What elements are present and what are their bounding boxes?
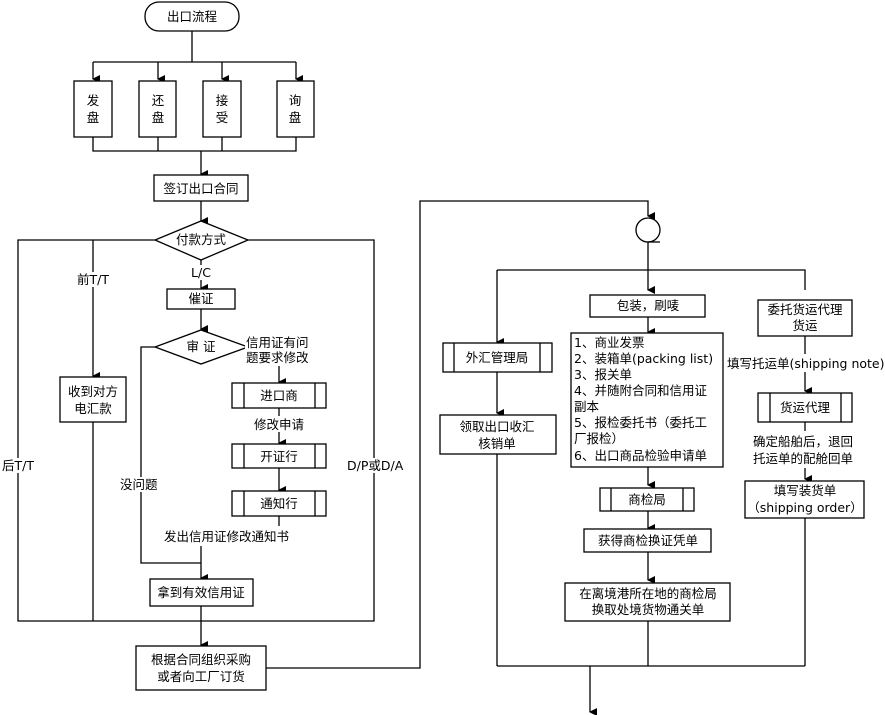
shipping-order-label-1: 填写装货单 bbox=[774, 483, 837, 498]
shipping-order-node: 填写装货单 （shipping order） bbox=[744, 480, 865, 519]
edge-label-booking-return-1: 确定船舶后，退回 bbox=[753, 434, 853, 449]
freight-entrust-label-2: 货运 bbox=[792, 318, 818, 333]
huanpan-label-2: 盘 bbox=[152, 110, 165, 125]
valid-lc-label: 拿到有效信用证 bbox=[157, 585, 245, 600]
forex-bureau-label: 外汇管理局 bbox=[466, 350, 529, 365]
connector bbox=[266, 200, 655, 669]
procure-node: 根据合同组织采购 或者向工厂订货 bbox=[135, 645, 267, 691]
connector-circle bbox=[635, 217, 661, 243]
connector bbox=[17, 239, 375, 622]
review-lc-label: 审 证 bbox=[187, 339, 216, 354]
edge-label-amend-request: 修改申请 bbox=[254, 417, 304, 432]
review-lc-decision: 审 证 bbox=[153, 329, 250, 365]
connector bbox=[497, 269, 806, 290]
edge-label-booking-return-2: 托运单的配舱回单 bbox=[753, 451, 853, 466]
edge-label-lc-problem-1: 信用证有问 bbox=[246, 335, 309, 350]
freight-entrust-node: 委托货运代理 货运 bbox=[757, 299, 853, 337]
inspection-voucher-label: 获得商检换证凭单 bbox=[598, 533, 698, 548]
customs-clearance-label-1: 在离境港所在地的商检局 bbox=[579, 586, 717, 601]
document-item: 2、装箱单(packing list) bbox=[574, 351, 713, 366]
valid-lc-node: 拿到有效信用证 bbox=[149, 578, 254, 607]
sign-contract-label: 签订出口合同 bbox=[163, 181, 238, 196]
issuing-bank-node: 开证行 bbox=[231, 443, 327, 469]
jieshou-label-2: 受 bbox=[216, 110, 229, 125]
fapan-node: 发 盘 bbox=[73, 80, 113, 138]
freight-entrust-label-1: 委托货运代理 bbox=[767, 302, 843, 317]
receive-tt-label-1: 收到对方 bbox=[68, 384, 118, 399]
document-item: 4、并随附合同和信用证 bbox=[574, 383, 707, 398]
document-item: 副本 bbox=[574, 399, 600, 414]
commodity-inspection-node: 商检局 bbox=[599, 487, 695, 512]
issuing-bank-label: 开证行 bbox=[260, 449, 298, 464]
packing-node: 包装，刷唛 bbox=[589, 294, 706, 318]
urge-lc-node: 催证 bbox=[166, 288, 236, 310]
xunpan-node: 询 盘 bbox=[276, 80, 315, 138]
edge-labels: L/C 前T/T 后T/T D/P或D/A 信用证有问 题要求修改 修改申请 没… bbox=[0, 265, 885, 545]
connector bbox=[92, 137, 297, 152]
commodity-inspection-label: 商检局 bbox=[628, 492, 666, 507]
document-item: 5、报检委托书（委托工 bbox=[574, 415, 707, 430]
verification-form-node: 领取出口收汇 核销单 bbox=[439, 414, 557, 455]
edge-label-dp-da: D/P或D/A bbox=[347, 458, 404, 473]
customs-clearance-label-2: 换取处境货物通关单 bbox=[592, 602, 705, 617]
fapan-label-1: 发 bbox=[87, 93, 100, 108]
xunpan-label-1: 询 bbox=[289, 93, 302, 108]
edge-label-lc: L/C bbox=[191, 265, 211, 280]
start-node: 出口流程 bbox=[144, 1, 240, 32]
inspection-voucher-node: 获得商检换证凭单 bbox=[583, 528, 712, 553]
edge-label-no-problem: 没问题 bbox=[120, 477, 158, 492]
payment-method-label: 付款方式 bbox=[176, 232, 227, 247]
edge-label-amend-notice: 发出信用证修改通知书 bbox=[164, 529, 289, 544]
huanpan-label-1: 还 bbox=[152, 93, 165, 108]
procure-label-1: 根据合同组织采购 bbox=[151, 652, 251, 667]
fapan-label-2: 盘 bbox=[87, 110, 100, 125]
importer-node: 进口商 bbox=[231, 382, 327, 409]
document-item: 厂报检） bbox=[574, 431, 624, 446]
advising-bank-label: 通知行 bbox=[260, 496, 298, 511]
importer-label: 进口商 bbox=[260, 388, 298, 403]
procure-label-2: 或者向工厂订货 bbox=[157, 669, 245, 684]
advising-bank-node: 通知行 bbox=[231, 490, 327, 517]
receive-tt-node: 收到对方 电汇款 bbox=[59, 376, 127, 423]
edge-label-prepaid-tt: 前T/T bbox=[77, 272, 109, 287]
freight-agent-node: 货运代理 bbox=[757, 392, 853, 423]
forex-bureau-node: 外汇管理局 bbox=[442, 342, 553, 373]
edge-label-post-tt: 后T/T bbox=[2, 458, 34, 473]
customs-clearance-node: 在离境港所在地的商检局 换取处境货物通关单 bbox=[564, 582, 731, 622]
xunpan-label-2: 盘 bbox=[289, 110, 302, 125]
jieshou-label-1: 接 bbox=[216, 93, 229, 108]
receive-tt-label-2: 电汇款 bbox=[74, 401, 112, 416]
connector bbox=[140, 346, 201, 564]
payment-method-decision: 付款方式 bbox=[153, 220, 250, 261]
connectors bbox=[17, 31, 812, 715]
documents-list-node: 1、商业发票 2、装箱单(packing list) 3、报关单 4、并随附合同… bbox=[570, 332, 724, 468]
shipping-order-label-2: （shipping order） bbox=[747, 500, 862, 515]
sign-contract-node: 签订出口合同 bbox=[153, 174, 249, 202]
huanpan-node: 还 盘 bbox=[138, 80, 177, 138]
edge-label-shipping-note: 填写托运单(shipping note) bbox=[727, 356, 885, 371]
start-node-label: 出口流程 bbox=[167, 9, 218, 24]
packing-label: 包装，刷唛 bbox=[617, 298, 680, 313]
verification-form-label-1: 领取出口收汇 bbox=[459, 419, 534, 434]
urge-lc-label: 催证 bbox=[188, 291, 214, 306]
document-item: 6、出口商品检验申请单 bbox=[574, 448, 707, 463]
freight-agent-label: 货运代理 bbox=[780, 400, 831, 415]
document-item: 1、商业发票 bbox=[574, 335, 644, 350]
jieshou-node: 接 受 bbox=[202, 80, 242, 138]
edge-label-lc-problem-2: 题要求修改 bbox=[246, 350, 309, 365]
document-item: 3、报关单 bbox=[574, 367, 632, 382]
verification-form-label-2: 核销单 bbox=[478, 436, 516, 451]
